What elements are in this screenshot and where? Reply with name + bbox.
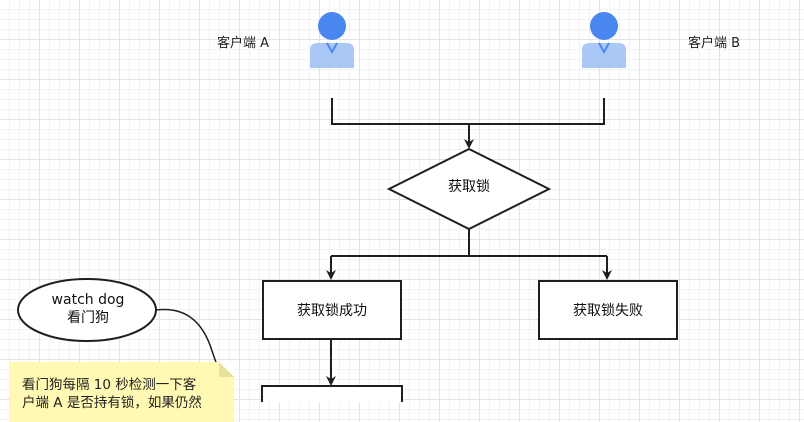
failure-label: 获取锁失败	[573, 303, 643, 319]
watchdog-label: watch dog 看门狗	[18, 291, 158, 327]
watchdog-label-line1: watch dog	[51, 292, 125, 308]
client-b-label: 客户端 B	[688, 36, 741, 51]
watchdog-note: 看门狗每隔 10 秒检测一下客 户端 A 是否持有锁，如果仍然	[10, 362, 234, 422]
client-a-label: 客户端 A	[217, 36, 270, 51]
success-label: 获取锁成功	[297, 303, 367, 319]
success-box: 获取锁成功	[262, 280, 402, 340]
connector-client-b	[469, 98, 605, 125]
user-icon	[310, 12, 354, 68]
note-fold-corner	[219, 362, 234, 377]
failure-box: 获取锁失败	[538, 280, 678, 340]
flowchart-canvas	[17, 12, 626, 402]
watchdog-label-line2: 看门狗	[67, 310, 109, 326]
user-icon	[582, 12, 626, 68]
note-line2: 户端 A 是否持有锁，如果仍然	[22, 395, 202, 411]
note-line1: 看门狗每隔 10 秒检测一下客	[22, 377, 197, 393]
connector-client-a	[331, 98, 469, 125]
decision-label: 获取锁	[448, 179, 490, 195]
next-step-box	[261, 385, 403, 402]
